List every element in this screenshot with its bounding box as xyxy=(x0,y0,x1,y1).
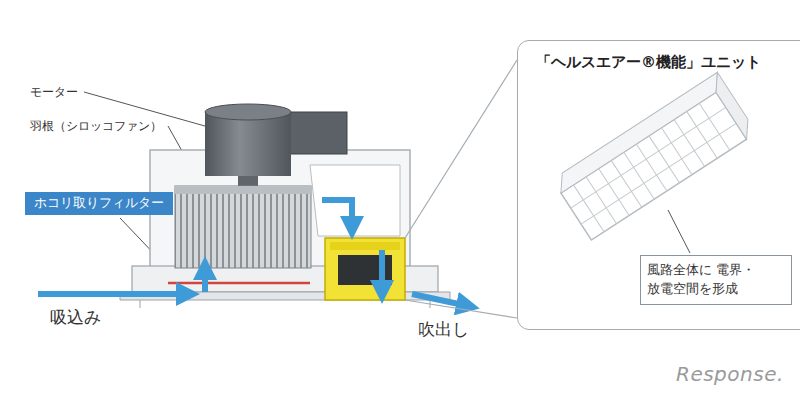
filter-label-box: ホコリ取りフィルター xyxy=(25,192,173,215)
part-name: 羽根（シロッコファン） xyxy=(30,118,162,135)
callout-box: 風路全体に 電界・放電空間を形成 xyxy=(640,255,792,305)
panel-heading: 「ヘルスエアー®機能」ユニット xyxy=(518,41,800,72)
node-text: ホコリ取りフィルター xyxy=(34,195,164,212)
flow-label: 吹出し xyxy=(418,318,469,341)
watermark: Response. xyxy=(676,362,784,386)
node-text: 風路全体に 電界・放電空間を形成 xyxy=(647,261,785,299)
part-name: モーター xyxy=(30,84,78,101)
unit-panel: 「ヘルスエアー®機能」ユニット風路全体に 電界・放電空間を形成 xyxy=(517,40,800,330)
flow-label: 吸込み xyxy=(50,306,101,329)
